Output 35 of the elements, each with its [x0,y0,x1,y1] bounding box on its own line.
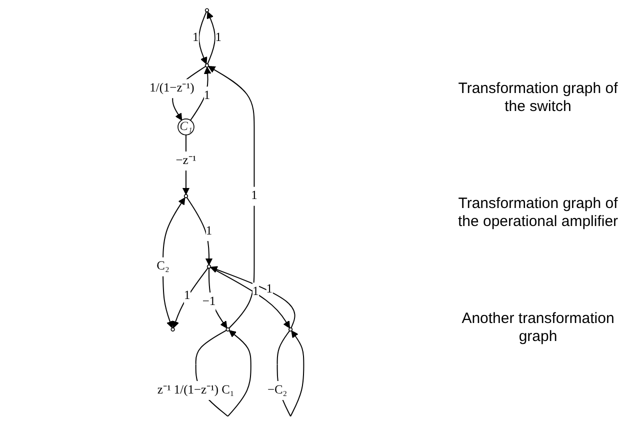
edge-label: C₂ [156,260,170,274]
note-text: Transformation graph of the operational amplifier [456,194,620,230]
node-circle [288,327,292,332]
arrow [276,330,304,417]
edge-label: 1 [215,31,222,44]
arrow [190,66,212,121]
arrow [186,197,212,266]
arrow [172,267,208,328]
edge-label: 1 [252,285,259,298]
edge-label: −z⁻¹ [176,154,196,168]
edge-label: 1 [192,31,199,44]
node-circle [204,63,209,68]
node-circle [204,8,209,12]
arrow [162,197,186,328]
edge-label: −1 [202,295,216,308]
note-text: Another transformation graph [460,310,616,346]
note-text: Transformation graph of the switch [457,80,619,116]
edge-label: 1 [266,282,272,296]
arrow [206,12,216,64]
edge-label: 1 [184,289,190,302]
edge-label: 1 [250,189,258,203]
node-circle [170,327,175,332]
node-circle [184,194,188,198]
edge-label: 1 [204,89,210,102]
edge-label: 1 [206,224,212,238]
arrow [198,11,208,64]
edge-label: z⁻¹ 1/(1−z⁻¹) C₁ [157,383,234,397]
node-circle [206,264,211,269]
arrow [208,66,255,329]
edge-label: −C₂ [267,383,287,397]
edge-label: 1/(1−z⁻¹) [149,82,194,95]
arrow [182,134,190,195]
node-circle [226,327,230,332]
arrow [208,268,228,328]
node-circle: C₁ [177,118,194,136]
